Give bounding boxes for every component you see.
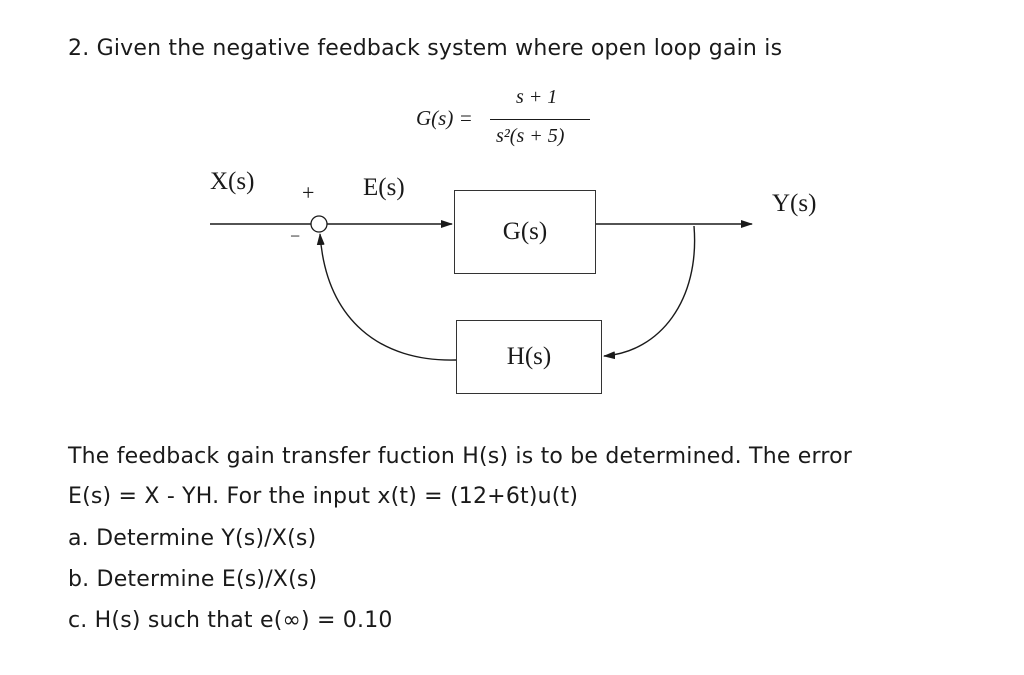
error-label: E(s): [363, 174, 405, 201]
feedback-gain-block: H(s): [456, 320, 602, 394]
plus-sign: +: [302, 180, 315, 205]
feedback-block-label: H(s): [506, 343, 552, 370]
transfer-function-denominator: s²(s + 5): [496, 125, 565, 147]
summing-junction: [310, 215, 328, 233]
forward-gain-block: G(s): [454, 190, 596, 274]
part-c: c. H(s) such that e(∞) = 0.10: [68, 608, 393, 633]
input-label: X(s): [210, 168, 255, 195]
question-line-2: E(s) = X - YH. For the input x(t) = (12+…: [68, 484, 579, 509]
feedback-path-to-summer: [316, 233, 457, 361]
transfer-function-numerator: s + 1: [516, 86, 558, 108]
feedback-path-to-h: [603, 225, 696, 360]
fraction-bar: [490, 119, 590, 120]
problem-heading: 2. Given the negative feedback system wh…: [68, 36, 783, 61]
minus-sign: −: [290, 226, 301, 246]
transfer-function-lhs: G(s) =: [416, 106, 473, 130]
question-line-1: The feedback gain transfer fuction H(s) …: [68, 444, 853, 469]
part-a: a. Determine Y(s)/X(s): [68, 526, 317, 551]
part-b: b. Determine E(s)/X(s): [68, 567, 318, 592]
forward-block-label: G(s): [502, 218, 548, 245]
output-label: Y(s): [772, 190, 817, 217]
